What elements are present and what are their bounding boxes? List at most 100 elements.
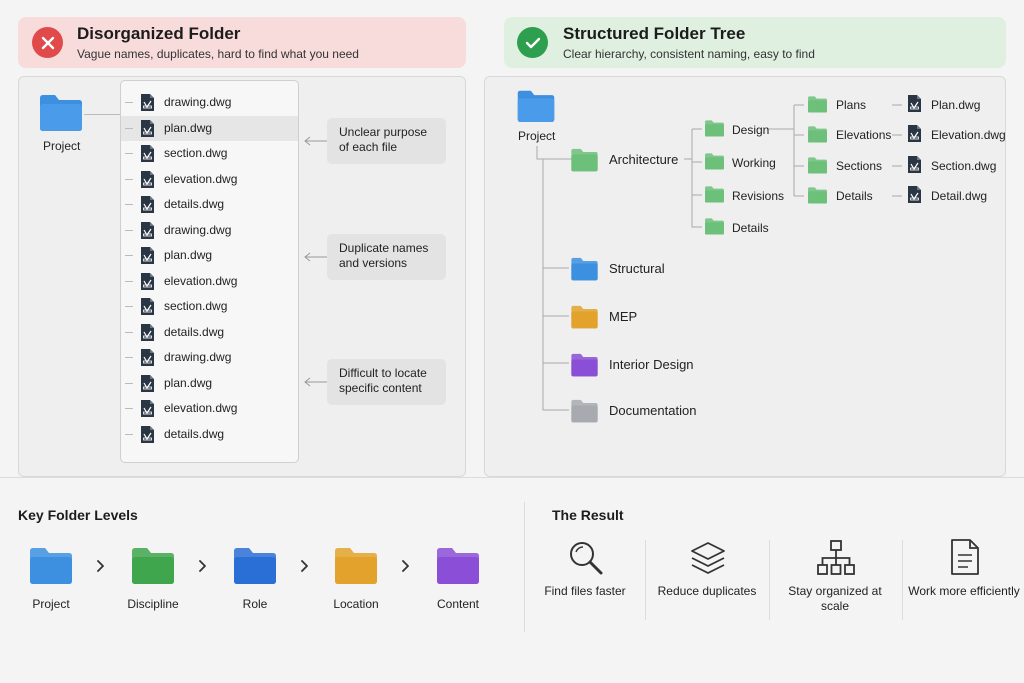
dwg-file-icon (140, 246, 155, 265)
file-row[interactable]: drawing.dwg (121, 218, 298, 243)
chevron-right-icon (199, 560, 207, 572)
dwg-file-icon (140, 425, 155, 444)
phase-label[interactable]: Revisions (732, 189, 785, 203)
dwg-file-icon (140, 399, 155, 418)
check-icon (517, 27, 548, 58)
discipline-label[interactable]: Architecture (609, 152, 679, 167)
file-row[interactable]: section.dwg (121, 141, 298, 166)
dwg-file-icon (140, 221, 155, 240)
discipline-folder-icon[interactable] (570, 398, 599, 423)
view-label[interactable]: Elevations (836, 128, 892, 142)
file-name: drawing.dwg (164, 222, 232, 237)
levels-title: Key Folder Levels (18, 507, 138, 523)
discipline-folder-icon[interactable] (570, 352, 599, 377)
document-icon (949, 538, 981, 576)
discipline-label[interactable]: Structural (609, 261, 665, 276)
file-row[interactable]: plan.dwg (121, 371, 298, 396)
level-folder-icon (232, 545, 278, 585)
file-row[interactable]: details.dwg (121, 422, 298, 447)
tree-dash (125, 331, 133, 333)
result-find-files: Find files faster (544, 584, 626, 598)
disorganized-header: Disorganized Folder Vague names, duplica… (18, 17, 466, 68)
tree-dash (125, 204, 133, 205)
dwg-file-icon (140, 170, 155, 189)
discipline-folder-icon[interactable] (570, 256, 599, 281)
tree-dash (125, 229, 133, 231)
phase-label[interactable]: Working (732, 156, 776, 170)
file-row[interactable]: details.dwg (121, 192, 298, 217)
file-row[interactable]: drawing.dwg (121, 345, 298, 370)
view-folder-icon[interactable] (807, 125, 828, 143)
tree-dash (125, 382, 133, 384)
dwg-file-icon (140, 195, 155, 214)
view-label[interactable]: Plans (836, 98, 867, 112)
section-divider (0, 477, 1024, 478)
discipline-folder-icon[interactable] (570, 304, 599, 329)
level-label: Discipline (127, 597, 179, 611)
view-folder-icon[interactable] (807, 186, 828, 204)
phase-folder-icon[interactable] (704, 152, 725, 170)
phase-folder-icon[interactable] (704, 185, 725, 203)
discipline-label[interactable]: MEP (609, 309, 638, 324)
view-label[interactable]: Sections (836, 159, 883, 173)
chevron-right-icon (97, 560, 105, 572)
phase-folder-icon[interactable] (704, 217, 725, 235)
magnifier-icon (567, 539, 605, 577)
tree-dash (125, 255, 133, 256)
level-label: Location (333, 597, 379, 611)
level-label: Project (32, 597, 70, 611)
callout-unclear-purpose: Unclear purpose of each file (327, 118, 446, 164)
file-row[interactable]: elevation.dwg (121, 167, 298, 192)
phase-label[interactable]: Details (732, 221, 769, 235)
tree-dash (125, 102, 133, 103)
discipline-label[interactable]: Interior Design (609, 357, 694, 372)
file-row[interactable]: drawing.dwg (121, 90, 298, 115)
structured-title: Structured Folder Tree (563, 24, 746, 43)
file-name: section.dwg (164, 146, 228, 160)
tree-dash (125, 357, 133, 358)
view-folder-icon[interactable] (807, 156, 828, 174)
discipline-label[interactable]: Documentation (609, 403, 697, 418)
file-label[interactable]: Plan.dwg (931, 98, 981, 112)
dwg-file-icon (140, 272, 155, 291)
dwg-file-icon (140, 93, 155, 112)
hierarchy-icon (816, 539, 856, 577)
dwg-file-icon (907, 94, 922, 113)
tree-dash (125, 306, 133, 307)
tree-connectors (536, 104, 902, 411)
tree-dash (125, 433, 133, 435)
file-label[interactable]: Section.dwg (931, 159, 997, 173)
file-name: elevation.dwg (164, 401, 238, 415)
dwg-file-icon (140, 348, 155, 367)
callout-arrows (304, 136, 328, 387)
view-folder-icon[interactable] (807, 95, 828, 113)
file-row[interactable]: plan.dwg (121, 243, 298, 268)
level-folder-icon (333, 545, 379, 585)
file-row[interactable]: elevation.dwg (121, 269, 298, 294)
level-label: Role (242, 597, 268, 611)
file-row[interactable]: elevation.dwg (121, 396, 298, 421)
result-reduce-duplicates: Reduce duplicates (657, 584, 757, 598)
file-row[interactable]: details.dwg (121, 320, 298, 345)
structured-header: Structured Folder Tree Clear hierarchy, … (504, 17, 1006, 68)
file-name: drawing.dwg (164, 95, 232, 109)
result-stay-organized: Stay organized at scale (788, 584, 882, 613)
file-row[interactable]: plan.dwg (121, 115, 298, 141)
dwg-file-icon (140, 323, 155, 342)
chevron-right-icon (301, 560, 309, 572)
view-label[interactable]: Details (836, 189, 873, 203)
discipline-folder-icon[interactable] (570, 147, 599, 172)
phase-label[interactable]: Design (732, 123, 770, 137)
file-name: elevation.dwg (164, 273, 238, 288)
dwg-file-icon (907, 155, 922, 174)
layers-icon (689, 540, 727, 576)
file-label[interactable]: Elevation.dwg (931, 128, 1006, 142)
file-row[interactable]: section.dwg (121, 294, 298, 319)
phase-folder-icon[interactable] (704, 119, 725, 137)
file-name: details.dwg (164, 324, 225, 339)
callout-duplicate-names: Duplicate names and versions (327, 234, 446, 280)
result-divider (902, 540, 903, 620)
level-folder-icon (435, 545, 481, 585)
file-label[interactable]: Detail.dwg (931, 189, 988, 203)
